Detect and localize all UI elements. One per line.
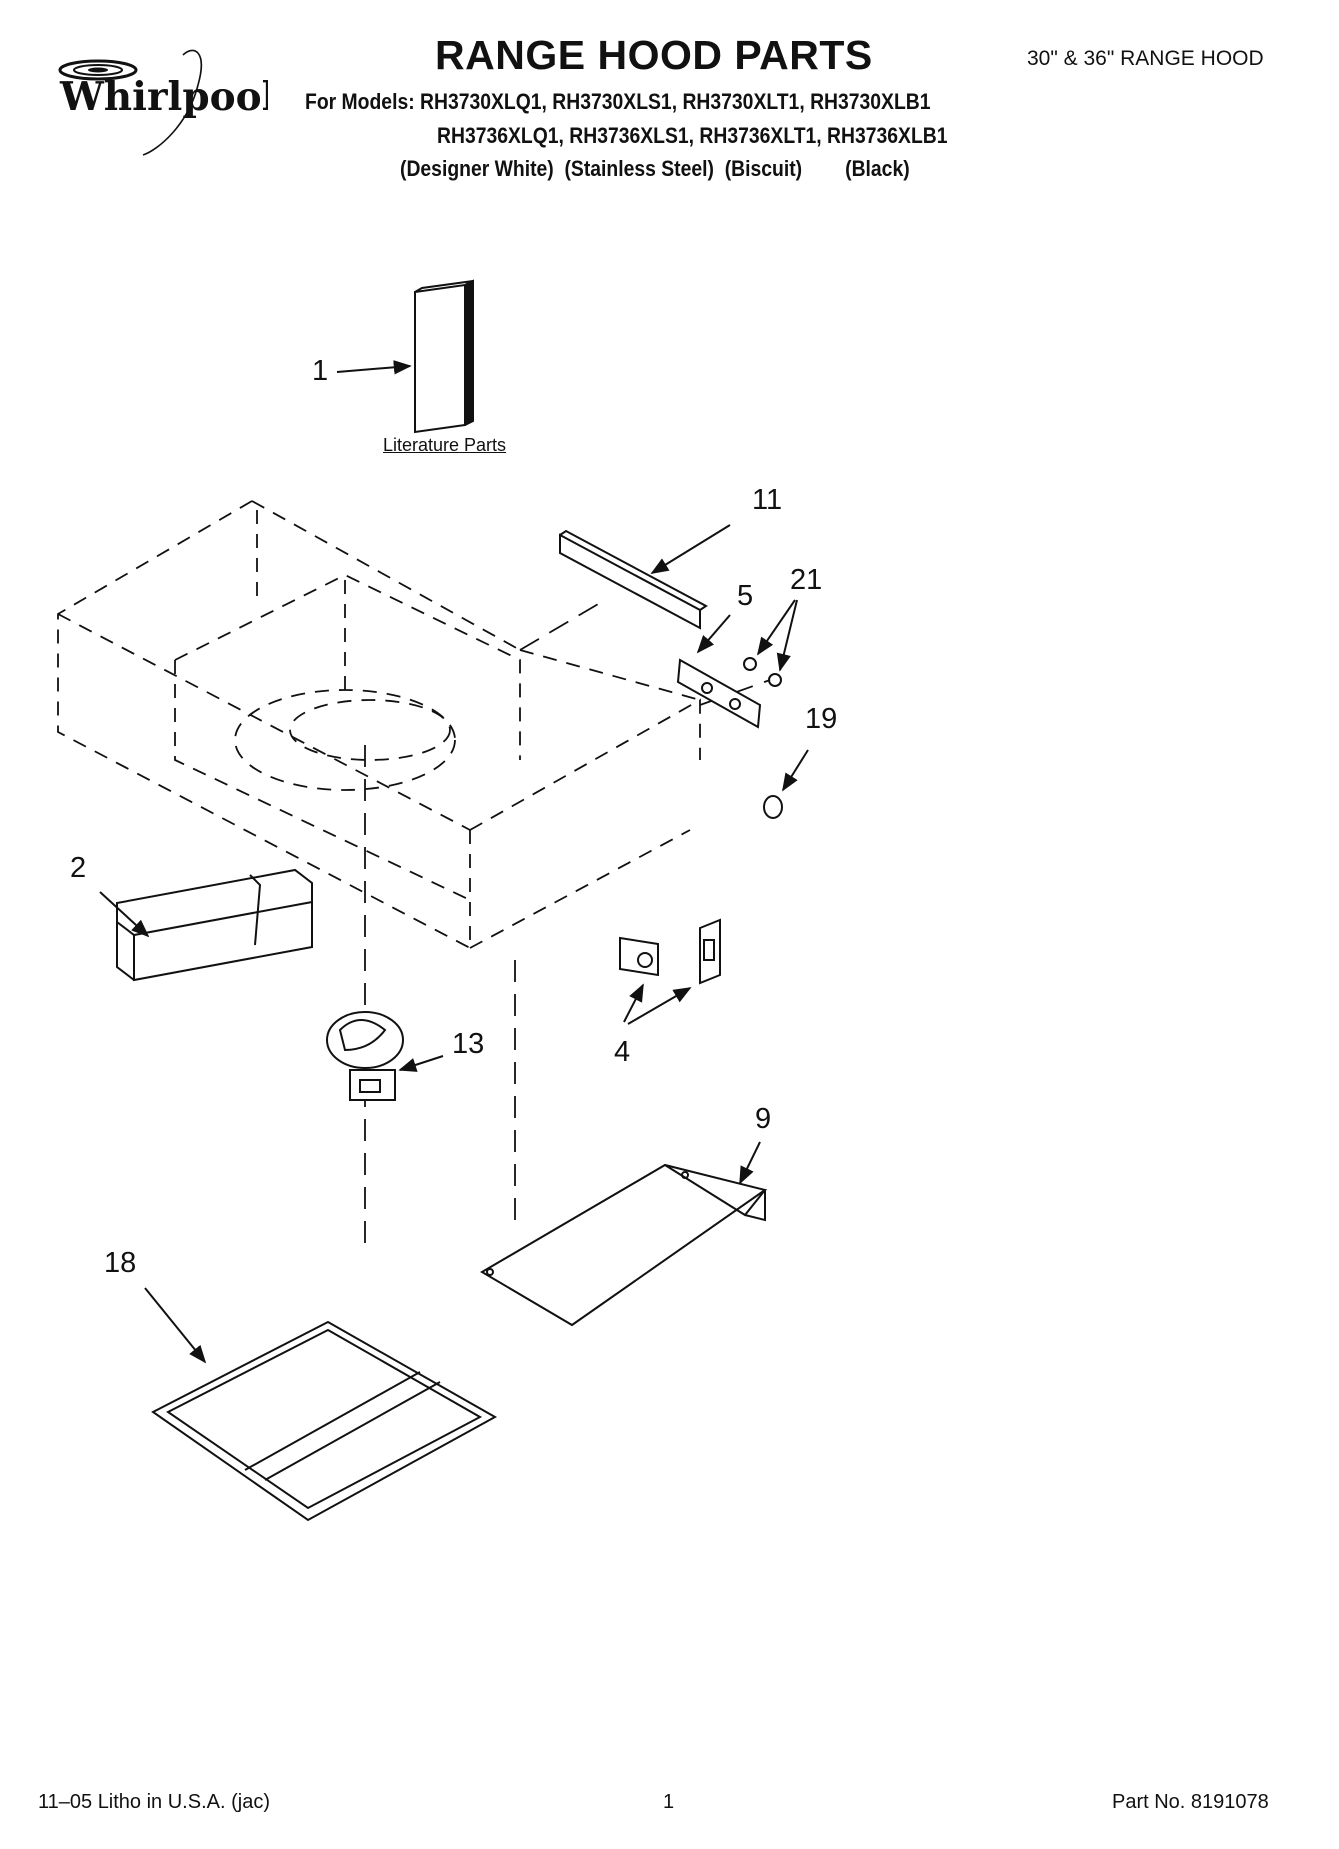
callout-4: 4 xyxy=(614,1036,631,1068)
fan-motor-part xyxy=(326,1011,404,1101)
models-line-1: For Models: RH3730XLQ1, RH3730XLS1, RH37… xyxy=(305,89,931,114)
wiring-channel-part xyxy=(116,868,313,982)
models-line-2: RH3736XLQ1, RH3736XLS1, RH3736XLT1, RH37… xyxy=(437,123,948,148)
hood-size-note: 30" & 36" RANGE HOOD xyxy=(1027,47,1264,70)
color-names-line: (Designer White) (Stainless Steel) (Bisc… xyxy=(400,156,910,181)
bracket-part xyxy=(676,658,762,729)
page-title: RANGE HOOD PARTS xyxy=(435,32,873,78)
callout-9: 9 xyxy=(755,1103,772,1135)
callout-2: 2 xyxy=(70,852,87,884)
literature-parts-label: Literature Parts xyxy=(383,435,507,455)
whirlpool-logo: Whirlpool xyxy=(18,40,276,160)
literature-booklet-part xyxy=(414,279,474,434)
callout-5: 5 xyxy=(737,580,754,612)
litho-note: 11–05 Litho in U.S.A. (jac) xyxy=(38,1791,270,1813)
callout-18: 18 xyxy=(104,1247,137,1279)
filter-strip-part xyxy=(559,533,701,630)
grease-filter-part xyxy=(151,1320,498,1522)
callout-11: 11 xyxy=(752,484,783,516)
callout-1: 1 xyxy=(312,355,329,387)
light-panel-part xyxy=(480,1163,768,1327)
callout-19: 19 xyxy=(805,703,838,735)
switches-part xyxy=(619,918,721,985)
page-number: 1 xyxy=(663,1791,675,1813)
hood-housing-outline xyxy=(57,500,701,949)
callout-21: 21 xyxy=(790,564,823,596)
svg-text:Whirlpool: Whirlpool xyxy=(59,74,268,120)
part-number: Part No. 8191078 xyxy=(1112,1791,1269,1813)
callout-13: 13 xyxy=(452,1028,485,1060)
